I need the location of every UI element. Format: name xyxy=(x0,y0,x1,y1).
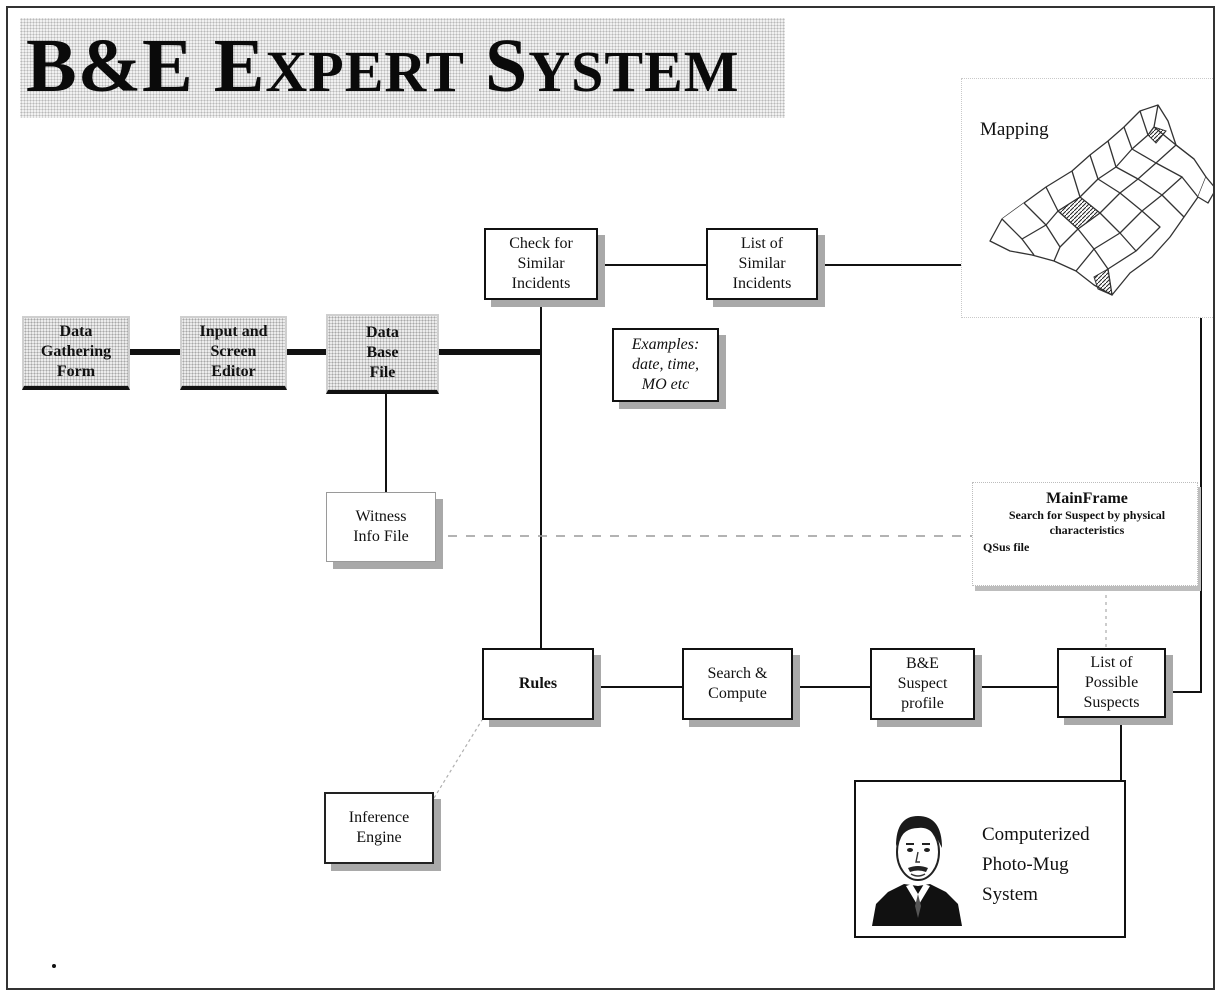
node-suspect-profile: B&E Suspect profile xyxy=(870,648,975,720)
photo-mug-panel: Computerized Photo-Mug System xyxy=(854,780,1126,938)
mainframe-description: Search for Suspect by physical character… xyxy=(1008,508,1166,537)
connector-lines xyxy=(130,264,1202,842)
node-search-compute: Search & Compute xyxy=(682,648,793,720)
node-possible-suspects: List of Possible Suspects xyxy=(1057,648,1166,718)
dotted-inference-rules xyxy=(433,719,483,799)
node-witness-info-file: Witness Info File xyxy=(326,492,436,562)
stray-dot xyxy=(52,964,56,968)
mainframe-panel: MainFrame Search for Suspect by physical… xyxy=(972,482,1198,586)
node-list-similar-incidents: List of Similar Incidents xyxy=(706,228,818,300)
node-examples: Examples: date, time, MO etc xyxy=(612,328,719,402)
page-title: B&E EXPERT SYSTEM xyxy=(20,18,785,118)
node-database-file: Data Base File xyxy=(326,314,439,394)
node-data-gathering-form: Data Gathering Form xyxy=(22,316,130,390)
mainframe-file: QSus file xyxy=(983,540,1030,554)
connector-mapping-suspects xyxy=(1166,318,1202,693)
diagram-frame: B&E EXPERT SYSTEM Data Gathering Form In… xyxy=(6,6,1215,990)
mug-system-label: Computerized Photo-Mug System xyxy=(982,824,1090,905)
node-input-screen-editor: Input and Screen Editor xyxy=(180,316,287,390)
mapping-label: Mapping xyxy=(980,119,1049,140)
mainframe-title: MainFrame xyxy=(1046,490,1128,507)
node-inference-engine: Inference Engine xyxy=(324,792,434,864)
mapping-panel: Mapping xyxy=(961,78,1213,318)
node-rules: Rules xyxy=(482,648,594,720)
mugshot-portrait-image xyxy=(872,816,962,926)
node-check-similar-incidents: Check for Similar Incidents xyxy=(484,228,598,300)
county-map-image xyxy=(989,104,1213,296)
